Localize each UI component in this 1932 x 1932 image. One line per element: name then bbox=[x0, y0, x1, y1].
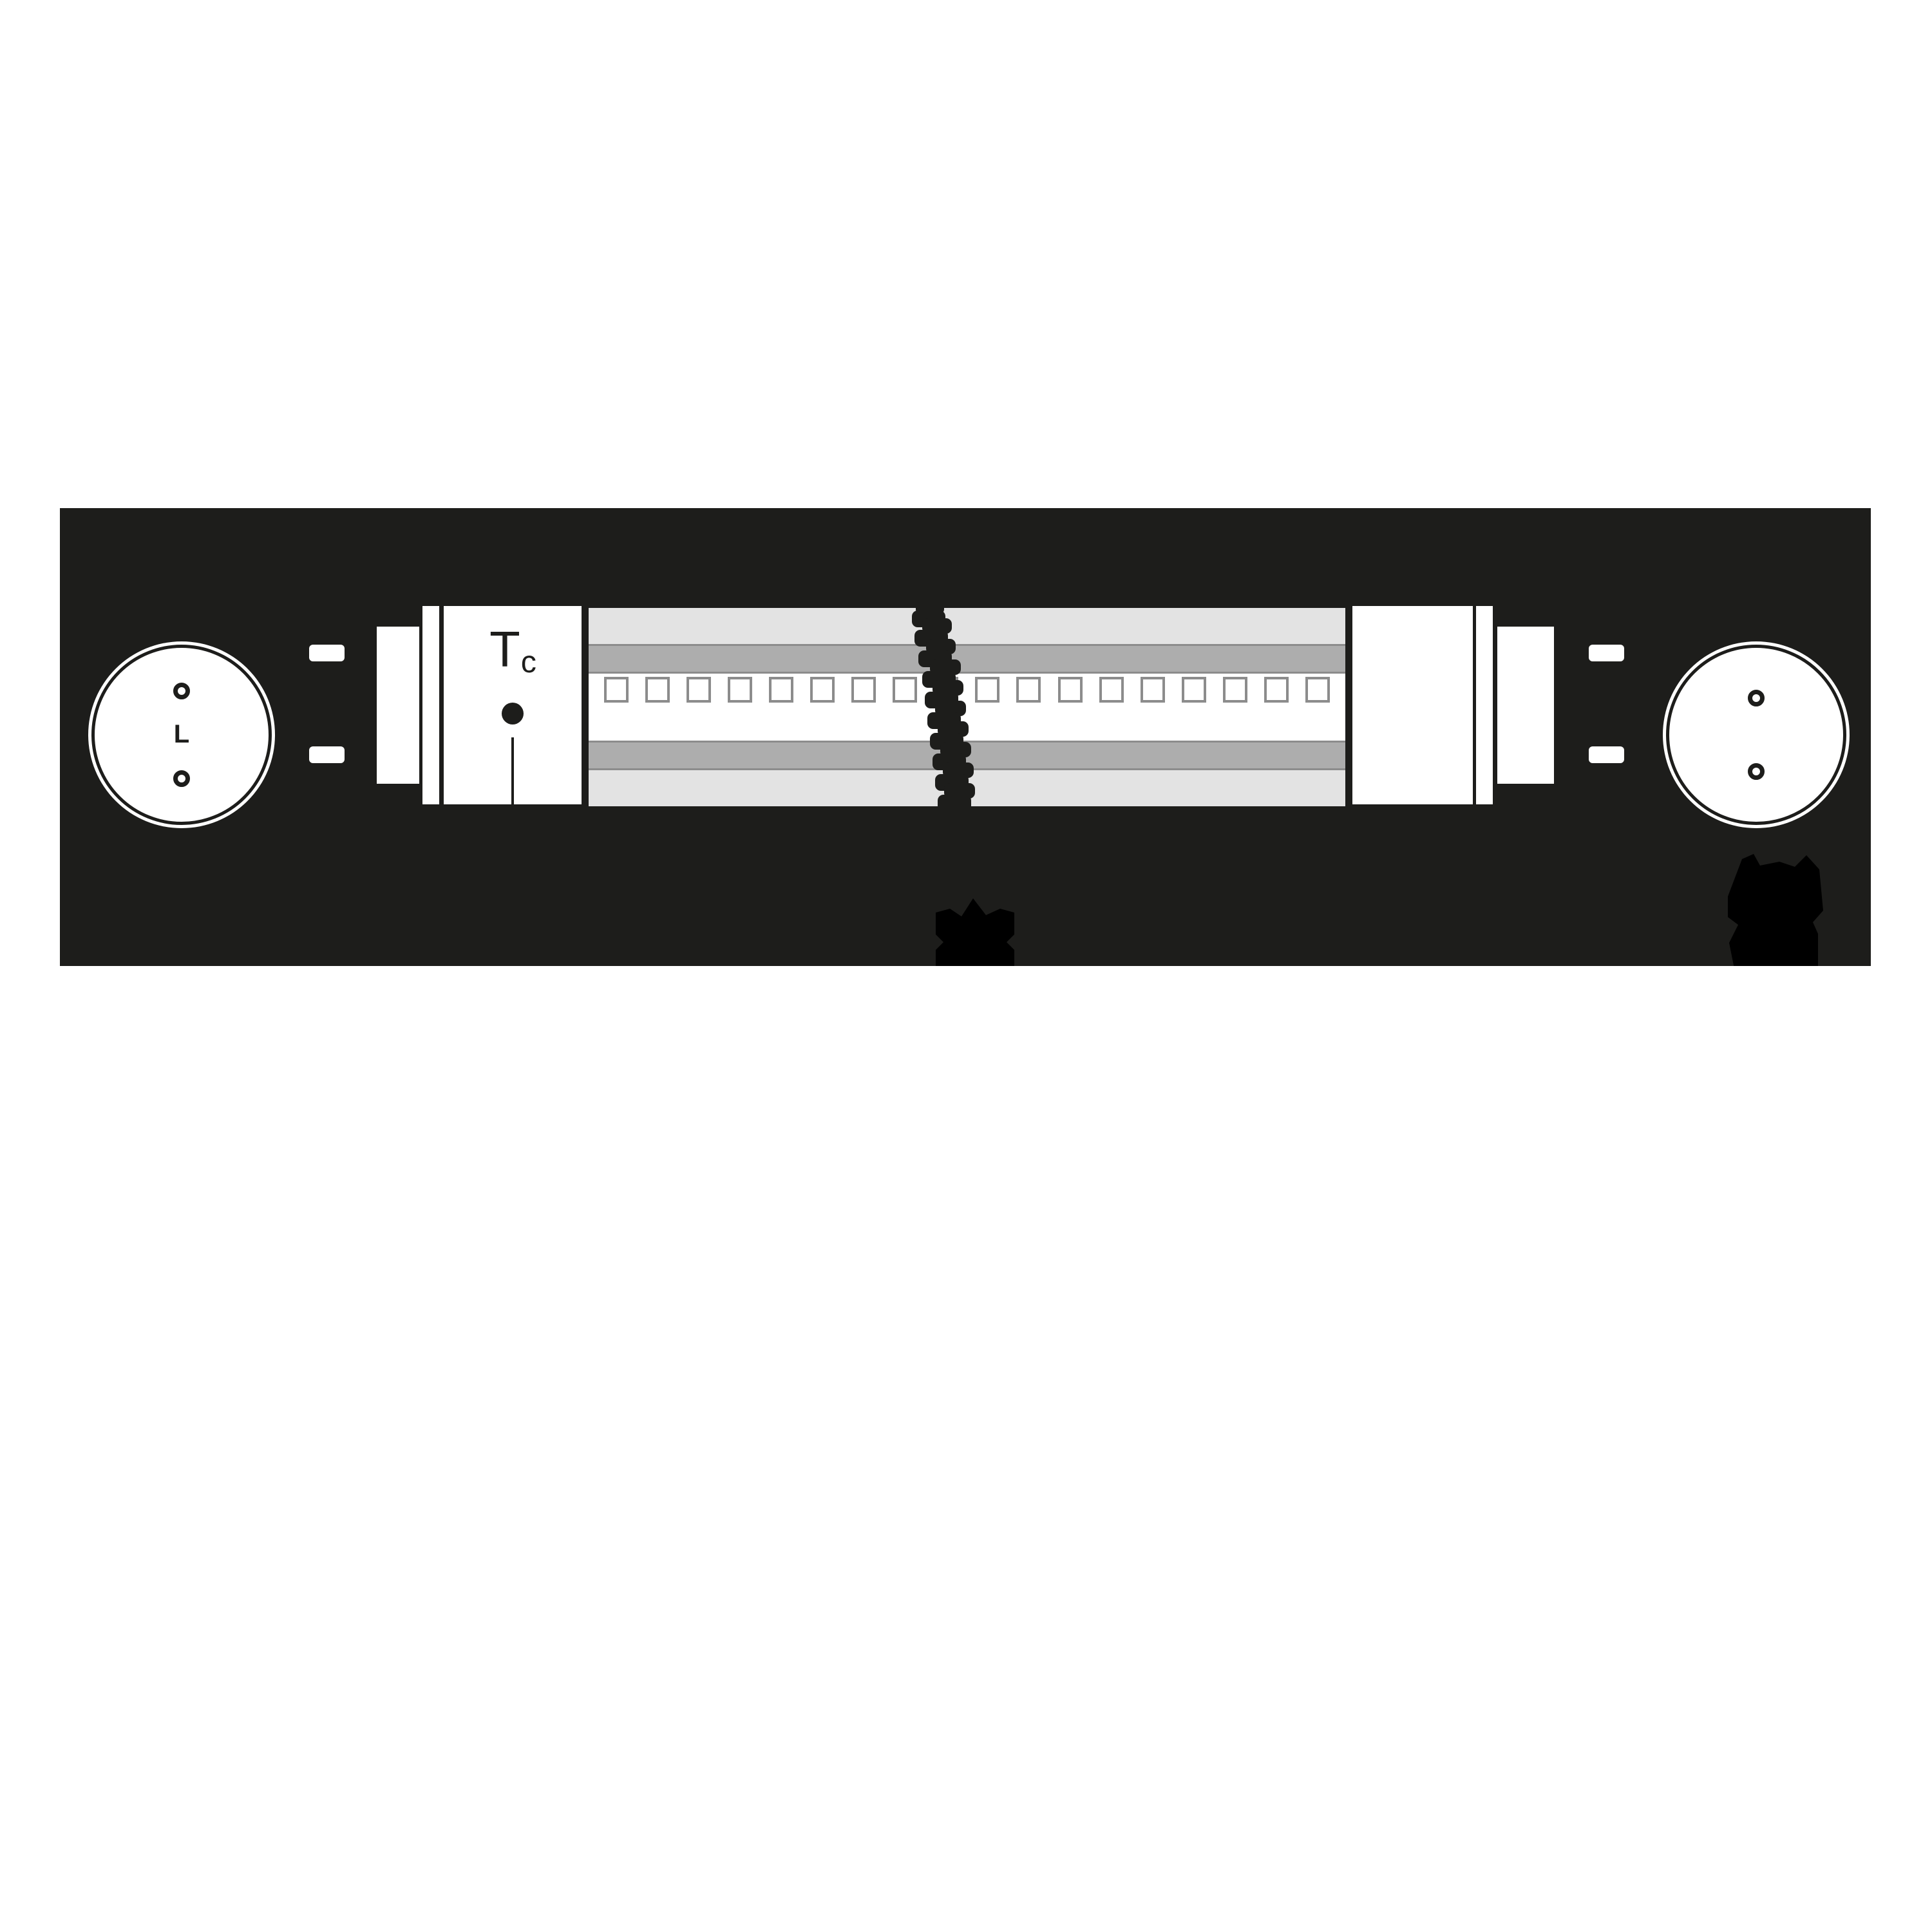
led-chip bbox=[1305, 677, 1330, 703]
tube-band-outer-top bbox=[589, 608, 1345, 644]
led-chip bbox=[604, 677, 629, 703]
tube-band-stripe-top bbox=[589, 644, 1345, 674]
right-prong-top bbox=[1589, 645, 1624, 661]
right-socket-pinhole-top bbox=[1748, 690, 1765, 706]
led-chip bbox=[1016, 677, 1041, 703]
left-socket-label-l: L bbox=[173, 720, 190, 748]
tc-label-text: Tc bbox=[489, 621, 536, 677]
tc-measurement-section: Tc bbox=[440, 603, 585, 808]
lamp-left-divider-strip bbox=[419, 603, 442, 808]
led-chip bbox=[687, 677, 712, 703]
led-chip-row bbox=[589, 676, 1345, 703]
led-tube-body bbox=[585, 608, 1349, 806]
led-chip bbox=[1057, 677, 1083, 703]
tube-band-outer-bottom bbox=[589, 770, 1345, 806]
right-socket-pinhole-bottom bbox=[1748, 763, 1765, 780]
left-end-view-socket: L bbox=[91, 645, 272, 825]
led-chip bbox=[975, 677, 1000, 703]
led-chip bbox=[645, 677, 670, 703]
right-prong-bottom bbox=[1589, 746, 1624, 763]
tube-band-stripe-bottom bbox=[589, 741, 1345, 770]
led-chip bbox=[810, 677, 835, 703]
tc-leader-line bbox=[511, 737, 514, 804]
led-chip bbox=[769, 677, 794, 703]
led-chip bbox=[1140, 677, 1165, 703]
left-prong-bottom bbox=[309, 746, 345, 763]
led-chip bbox=[851, 677, 876, 703]
left-socket-pinhole-top bbox=[173, 683, 190, 699]
left-prong-top bbox=[309, 645, 345, 661]
right-end-view-socket bbox=[1666, 645, 1846, 825]
lamp-right-divider-strip bbox=[1473, 603, 1496, 808]
led-chip bbox=[728, 677, 753, 703]
right-socket-markings bbox=[1669, 648, 1843, 822]
tc-label-main: T bbox=[489, 621, 520, 677]
led-chip bbox=[1181, 677, 1206, 703]
lamp-right-main-cap bbox=[1349, 603, 1478, 808]
led-chip bbox=[934, 677, 959, 703]
blob-center-icon bbox=[936, 898, 1014, 966]
led-chip bbox=[1099, 677, 1124, 703]
left-socket-markings: L bbox=[95, 648, 269, 822]
led-chip bbox=[1264, 677, 1289, 703]
blob-right-icon bbox=[1728, 854, 1823, 966]
dark-panel-background: L Tc bbox=[60, 508, 1871, 966]
left-socket-pinhole-bottom bbox=[173, 770, 190, 787]
tc-label-subscript: c bbox=[520, 644, 536, 679]
led-chip bbox=[1222, 677, 1247, 703]
tc-point-dot bbox=[502, 703, 524, 724]
lamp-right-outer-cap bbox=[1494, 623, 1557, 787]
led-chip bbox=[893, 677, 918, 703]
